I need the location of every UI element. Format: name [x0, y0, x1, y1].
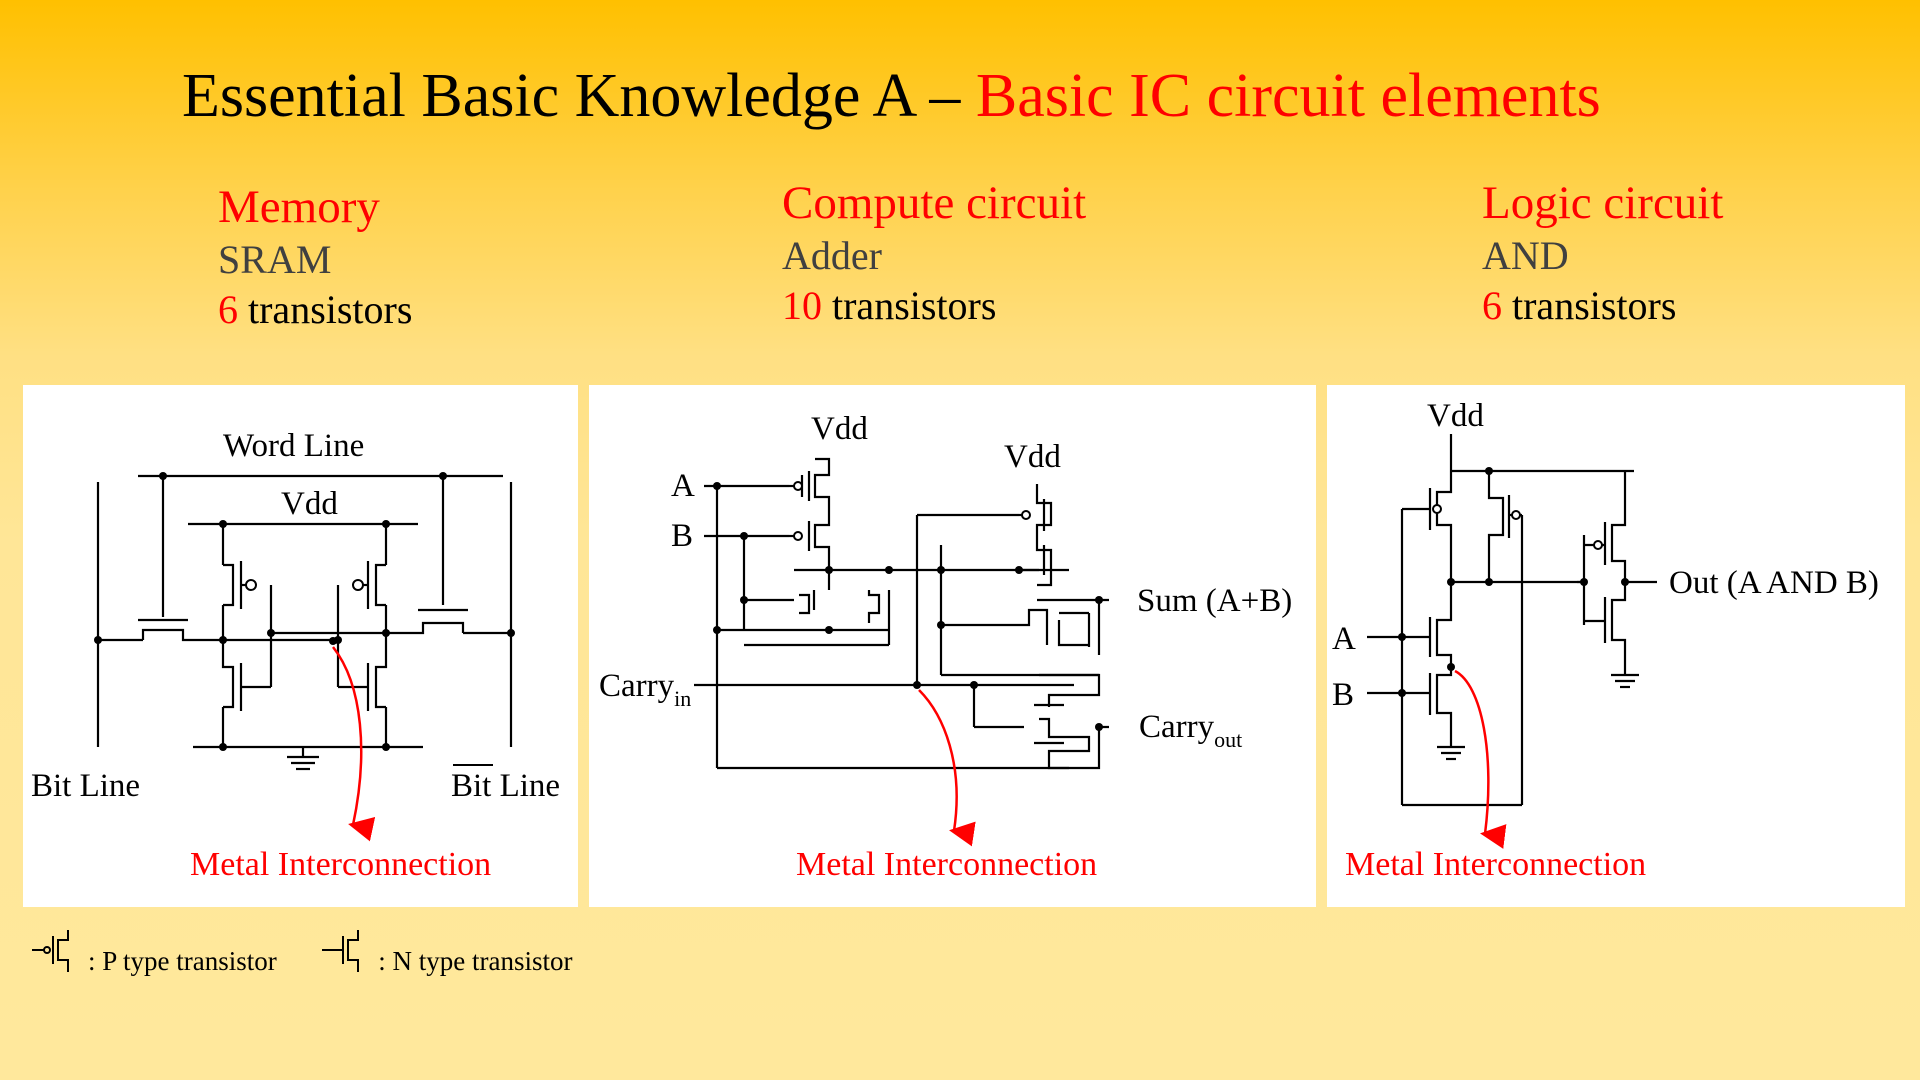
adder-sum-label: Sum (A+B) — [1137, 583, 1292, 619]
compute-count: 10 transistors — [782, 282, 1086, 328]
sram-bit-line-bar-label: Bit Line — [451, 768, 560, 804]
and-interconnect-label: Metal Interconnection — [1345, 846, 1646, 883]
p-type-transistor-icon — [32, 930, 69, 972]
logic-count: 6 transistors — [1482, 282, 1723, 328]
logic-count-unit: transistors — [1502, 282, 1677, 328]
transistor-legend: : P type transistor : N type transistor — [28, 920, 572, 977]
memory-count-unit: transistors — [238, 286, 413, 332]
logic-name: AND — [1482, 232, 1569, 278]
title-prefix: Essential Basic Knowledge A – — [182, 62, 976, 130]
memory-count: 6 transistors — [218, 286, 413, 332]
page-title: Essential Basic Knowledge A – Basic IC c… — [182, 62, 1601, 130]
and-schematic: Vdd A B Out (A AND B) Metal Interconnect… — [1332, 398, 1879, 883]
adder-vdd-right-label: Vdd — [1004, 439, 1061, 475]
n-type-transistor-icon — [322, 930, 360, 972]
sram-word-line-label: Word Line — [223, 428, 364, 464]
compute-count-unit: transistors — [822, 282, 997, 328]
adder-input-a-label: A — [671, 468, 695, 504]
and-input-a-label: A — [1332, 621, 1356, 657]
sram-bit-line-label: Bit Line — [31, 768, 140, 804]
adder-carry-in-text: Carry — [599, 668, 675, 704]
memory-name: SRAM — [218, 236, 332, 282]
and-panel: Vdd A B Out (A AND B) Metal Interconnect… — [1327, 385, 1905, 907]
compute-count-number: 10 — [782, 282, 822, 328]
and-vdd-label: Vdd — [1427, 398, 1484, 434]
sram-interconnect-label: Metal Interconnection — [190, 846, 491, 883]
adder-vdd-left-label: Vdd — [811, 411, 868, 447]
logic-heading: Logic circuit — [1482, 177, 1724, 229]
n-type-label: : N type transistor — [378, 946, 573, 976]
adder-carry-out-text: Carry — [1139, 709, 1215, 745]
adder-interconnect-label: Metal Interconnection — [796, 846, 1097, 883]
adder-carry-in-label: Carryin — [599, 668, 691, 711]
adder-carry-out-label: Carryout — [1139, 709, 1242, 752]
adder-carry-in-sub: in — [674, 686, 691, 711]
compute-name: Adder — [782, 232, 882, 278]
sram-panel: Word Line Vdd Bit Line Bit Line Metal In… — [23, 385, 578, 907]
logic-column: Logic circuit AND 6 transistors — [1482, 177, 1724, 328]
adder-carry-out-sub: out — [1214, 727, 1242, 752]
logic-count-number: 6 — [1482, 282, 1502, 328]
adder-panel: Vdd Vdd A B Carryin Sum (A+B) Carryout M… — [589, 385, 1316, 907]
sram-schematic: Word Line Vdd Bit Line Bit Line Metal In… — [31, 428, 560, 883]
compute-column: Compute circuit Adder 10 transistors — [782, 177, 1087, 328]
title-highlight: Basic IC circuit elements — [975, 62, 1601, 130]
memory-count-number: 6 — [218, 286, 238, 332]
and-input-b-label: B — [1332, 677, 1354, 713]
memory-heading: Memory — [218, 181, 380, 233]
sram-vdd-label: Vdd — [281, 486, 338, 522]
adder-input-b-label: B — [671, 518, 693, 554]
adder-schematic: Vdd Vdd A B Carryin Sum (A+B) Carryout M… — [599, 411, 1292, 883]
compute-heading: Compute circuit — [782, 177, 1087, 229]
p-type-label: : P type transistor — [88, 946, 277, 976]
and-output-label: Out (A AND B) — [1669, 565, 1879, 601]
memory-column: Memory SRAM 6 transistors — [218, 181, 413, 332]
